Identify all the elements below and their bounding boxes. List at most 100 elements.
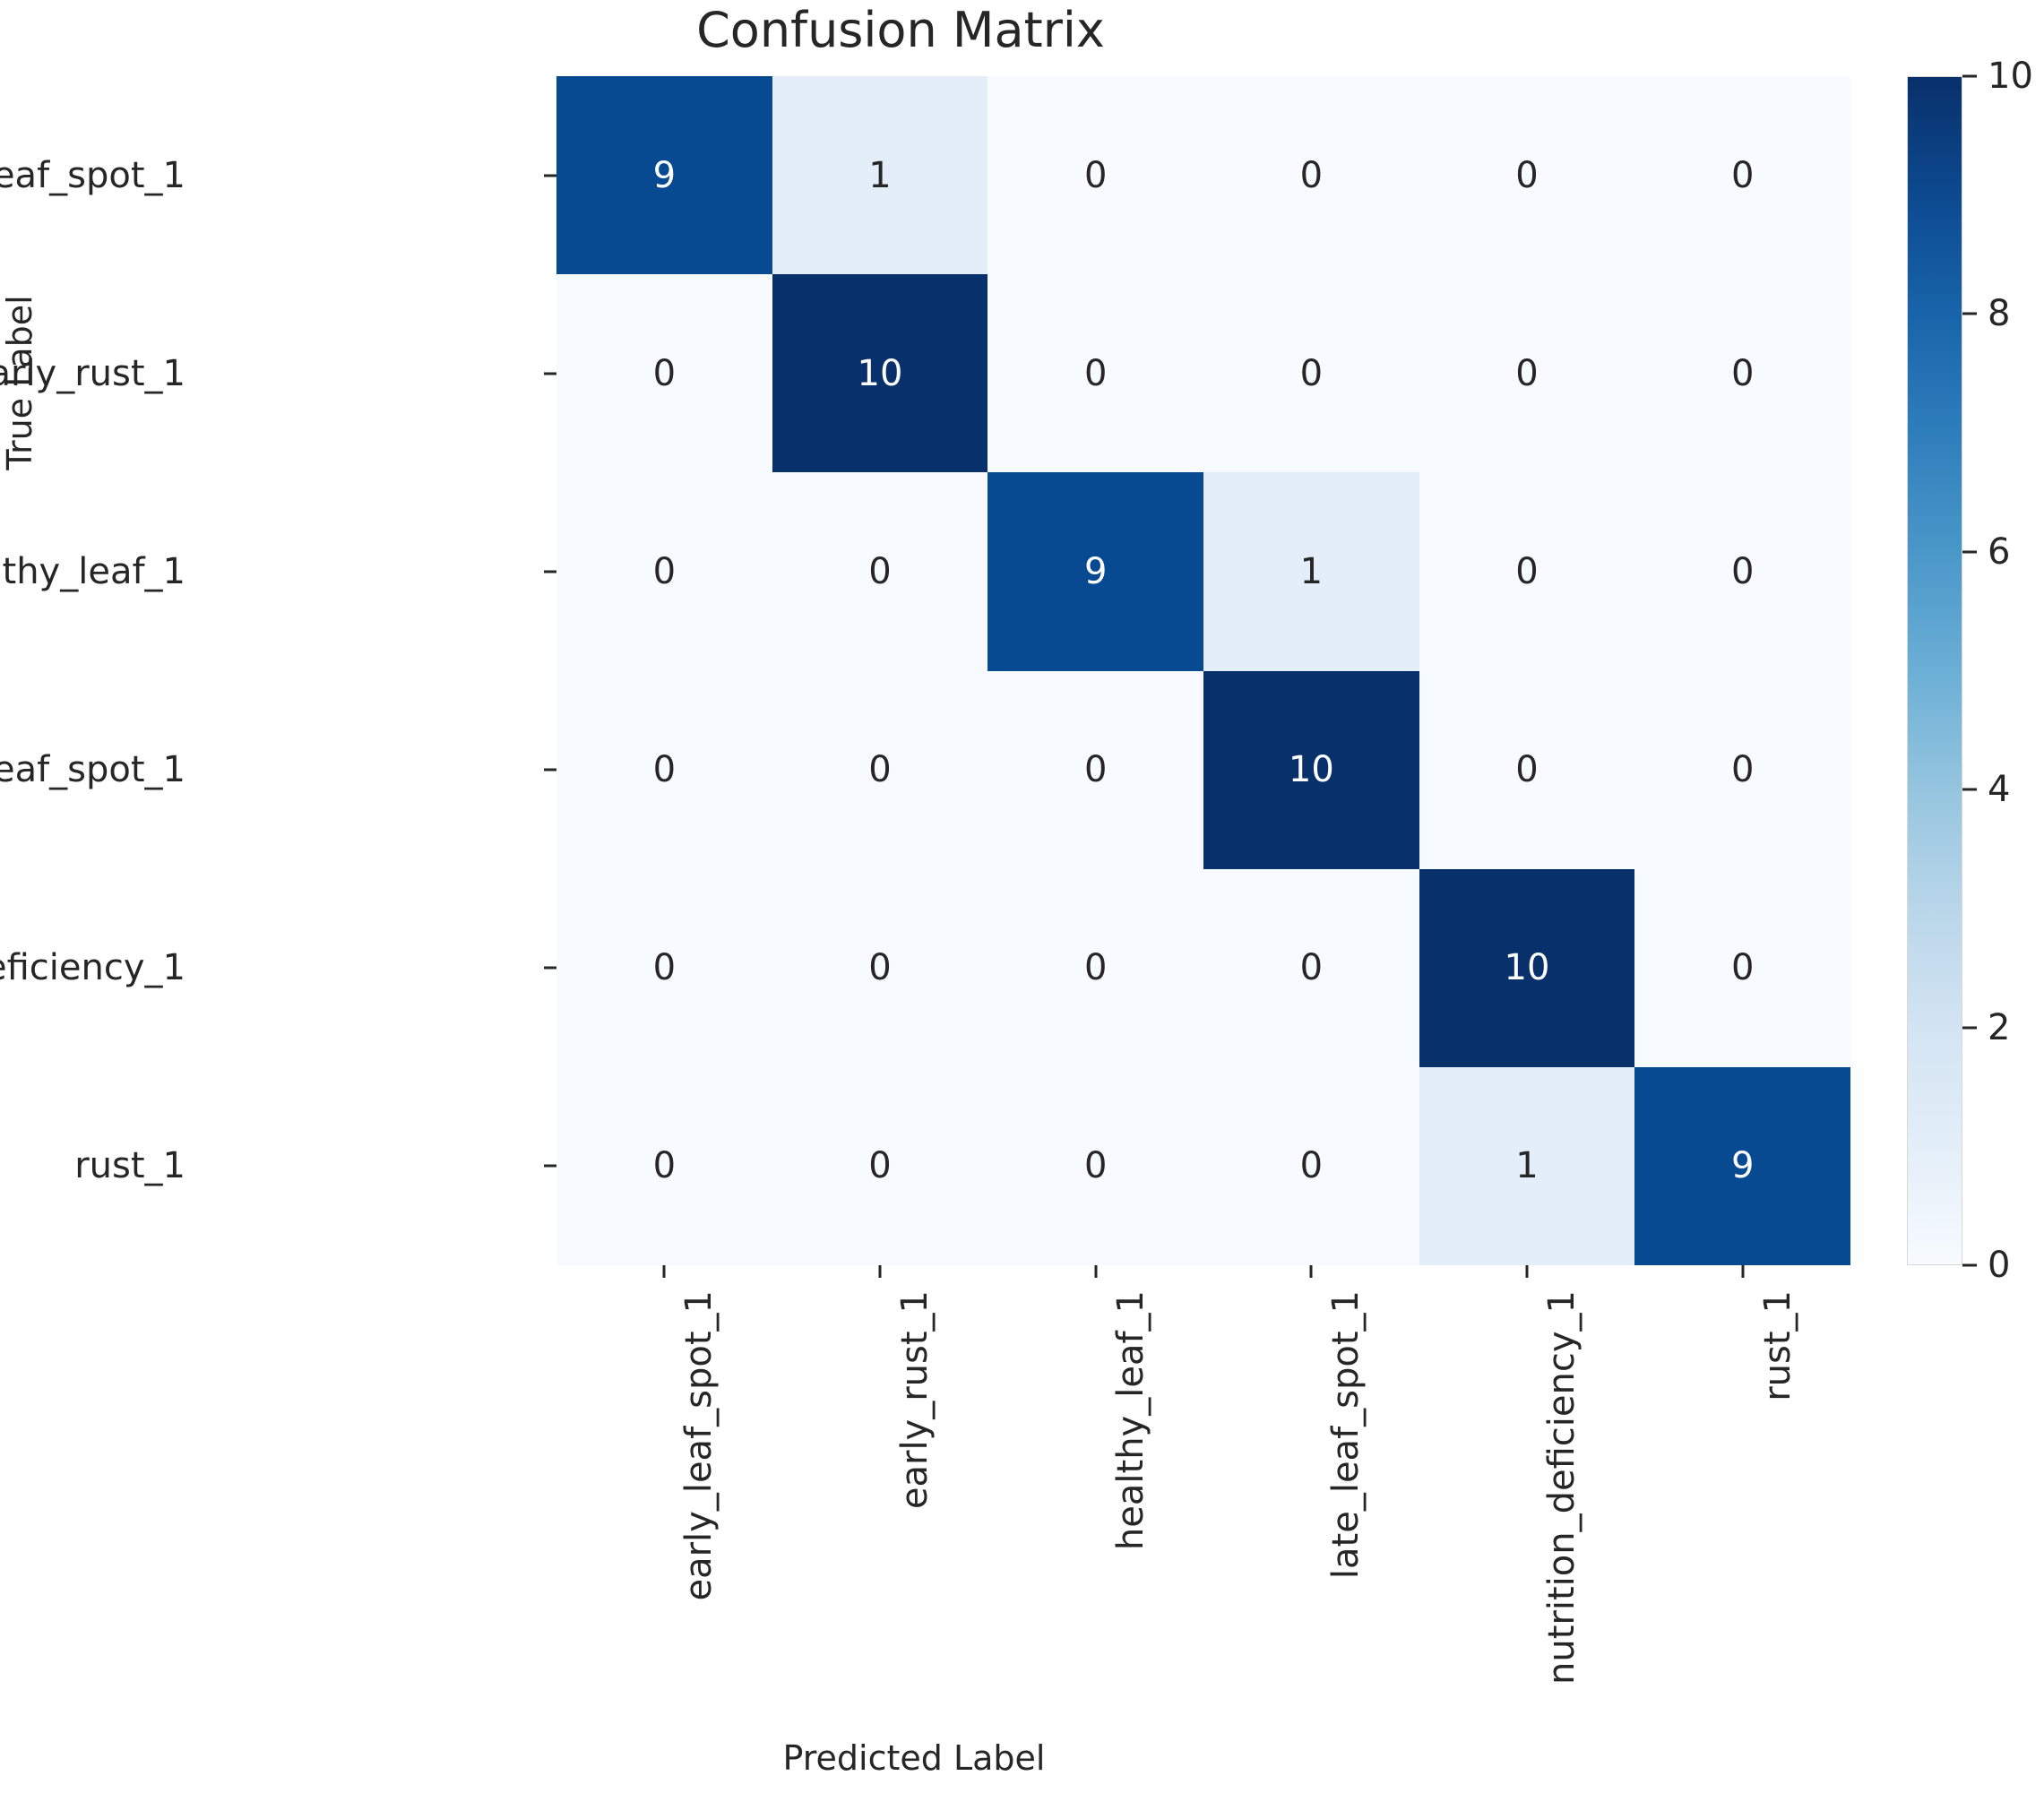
heatmap-cell: 10 xyxy=(1419,868,1635,1067)
cell-value: 0 xyxy=(1730,947,1755,989)
heatmap-cell: 0 xyxy=(1203,1066,1419,1265)
x-tick-label: healthy_leaf_1 xyxy=(1109,1290,1151,1551)
x-tick-label: early_rust_1 xyxy=(894,1290,936,1510)
cell-value: 0 xyxy=(868,947,892,989)
y-tick-mark xyxy=(544,768,556,772)
cell-value: 0 xyxy=(868,749,892,791)
x-tick-label: early_leaf_spot_1 xyxy=(678,1290,720,1601)
colorbar-tick-mark xyxy=(1962,788,1977,791)
x-tick-label: rust_1 xyxy=(1756,1290,1798,1401)
colorbar-tick-label: 4 xyxy=(1988,769,2011,811)
cell-value: 0 xyxy=(1083,947,1108,989)
heatmap-cell: 10 xyxy=(772,274,988,473)
heatmap-cell: 0 xyxy=(1634,670,1850,869)
heatmap-cell: 1 xyxy=(1419,1066,1635,1265)
cell-value: 0 xyxy=(1515,550,1539,592)
cell-value: 0 xyxy=(652,550,677,592)
cell-value: 0 xyxy=(1730,749,1755,791)
heatmap-cell: 0 xyxy=(556,1066,772,1265)
cell-value: 0 xyxy=(1299,947,1324,989)
heatmap-cell: 0 xyxy=(556,472,772,671)
colorbar-tick-mark xyxy=(1962,1026,1977,1030)
y-tick-mark xyxy=(544,570,556,573)
cell-value: 0 xyxy=(1730,154,1755,196)
heatmap-cell: 0 xyxy=(556,868,772,1067)
colorbar-tick-mark xyxy=(1962,74,1977,78)
cell-value: 10 xyxy=(857,352,903,394)
colorbar-tick-label: 0 xyxy=(1988,1245,2011,1286)
heatmap-cell: 0 xyxy=(772,670,988,869)
cell-value: 0 xyxy=(1083,1145,1108,1187)
heatmap-cell: 0 xyxy=(1203,868,1419,1067)
cell-value: 1 xyxy=(868,154,892,196)
y-tick-mark xyxy=(544,1164,556,1168)
cell-value: 0 xyxy=(1515,352,1539,394)
cell-value: 0 xyxy=(1299,1145,1324,1187)
x-tick-label: late_leaf_spot_1 xyxy=(1325,1290,1367,1580)
heatmap-cell: 0 xyxy=(772,1066,988,1265)
cell-value: 0 xyxy=(1299,154,1324,196)
cell-value: 0 xyxy=(1730,550,1755,592)
cell-value: 0 xyxy=(652,352,677,394)
colorbar-tick-label: 2 xyxy=(1988,1006,2011,1048)
x-tick-mark xyxy=(1525,1265,1529,1278)
y-tick-label: nutrition_deficiency_1 xyxy=(0,947,185,989)
x-tick-mark xyxy=(662,1265,666,1278)
heatmap-cell: 0 xyxy=(772,868,988,1067)
heatmap-cell: 1 xyxy=(1203,472,1419,671)
heatmap-cell: 0 xyxy=(988,670,1203,869)
cell-value: 0 xyxy=(652,749,677,791)
cell-value: 0 xyxy=(868,550,892,592)
y-tick-mark xyxy=(544,966,556,970)
y-tick-label: late_leaf_spot_1 xyxy=(0,749,185,791)
heatmap-cell: 0 xyxy=(1634,76,1850,275)
heatmap-cell: 0 xyxy=(1419,274,1635,473)
heatmap-cell: 10 xyxy=(1203,670,1419,869)
cell-value: 0 xyxy=(1083,154,1108,196)
heatmap-cell: 0 xyxy=(988,1066,1203,1265)
y-tick-label: healthy_leaf_1 xyxy=(0,550,185,592)
heatmap-cell: 0 xyxy=(1634,472,1850,671)
x-tick-mark xyxy=(878,1265,882,1278)
heatmap-cell: 0 xyxy=(772,472,988,671)
cell-value: 1 xyxy=(1515,1145,1539,1187)
colorbar-tick-mark xyxy=(1962,1263,1977,1267)
heatmap-cell: 0 xyxy=(1203,76,1419,275)
cell-value: 0 xyxy=(1515,749,1539,791)
x-axis-title: Predicted Label xyxy=(782,1738,1046,1778)
heatmap-cell: 0 xyxy=(988,76,1203,275)
colorbar-tick-mark xyxy=(1962,550,1977,554)
cell-value: 9 xyxy=(1083,550,1108,592)
y-tick-mark xyxy=(544,372,556,375)
heatmap-cell: 9 xyxy=(988,472,1203,671)
colorbar-tick-mark xyxy=(1962,312,1977,315)
colorbar-tick-label: 10 xyxy=(1988,56,2033,97)
heatmap-cell: 0 xyxy=(556,670,772,869)
heatmap-cell: 0 xyxy=(1634,274,1850,473)
y-tick-mark xyxy=(544,174,556,177)
y-tick-label: early_leaf_spot_1 xyxy=(0,154,185,196)
y-tick-label: rust_1 xyxy=(74,1145,185,1187)
heatmap-cell: 0 xyxy=(988,274,1203,473)
cell-value: 0 xyxy=(1083,749,1108,791)
x-tick-mark xyxy=(1741,1265,1745,1278)
heatmap-cell: 9 xyxy=(556,76,772,275)
heatmap-cell: 0 xyxy=(556,274,772,473)
cell-value: 9 xyxy=(1730,1145,1755,1187)
cell-value: 0 xyxy=(1515,154,1539,196)
cell-value: 9 xyxy=(652,154,677,196)
y-tick-label: early_rust_1 xyxy=(0,352,185,394)
cell-value: 10 xyxy=(1288,749,1334,791)
x-tick-label: nutrition_deficiency_1 xyxy=(1541,1290,1583,1685)
heatmap-cell: 0 xyxy=(1419,76,1635,275)
colorbar-gradient xyxy=(1907,76,1962,1265)
cell-value: 10 xyxy=(1504,947,1550,989)
cell-value: 0 xyxy=(652,947,677,989)
colorbar-tick-label: 8 xyxy=(1988,293,2011,335)
cell-value: 0 xyxy=(1730,352,1755,394)
heatmap-cell: 1 xyxy=(772,76,988,275)
cell-value: 0 xyxy=(868,1145,892,1187)
